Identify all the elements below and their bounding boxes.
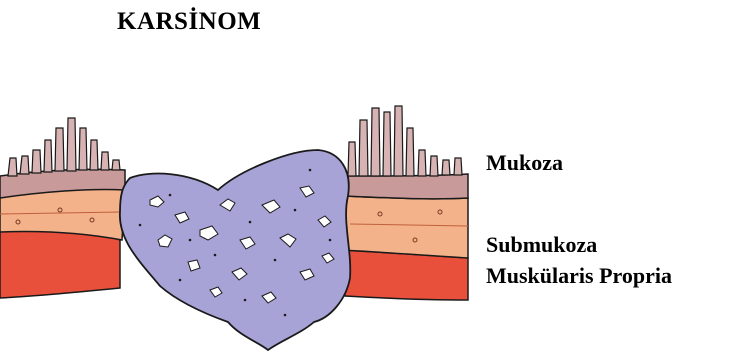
muscularis-layer-left	[0, 229, 120, 298]
mucosa-layer-right	[345, 174, 468, 199]
mucosa-villi-left	[8, 118, 120, 176]
tumor-mass	[120, 150, 350, 350]
label-muscularis-propria: Muskülaris Propria	[486, 263, 672, 289]
diagram-title: KARSİNOM	[117, 8, 261, 36]
label-mucosa: Mukoza	[486, 150, 563, 176]
mucosa-villi-right	[348, 106, 462, 176]
submucosa-layer-right	[342, 196, 468, 258]
label-submucosa: Submukoza	[486, 232, 597, 258]
